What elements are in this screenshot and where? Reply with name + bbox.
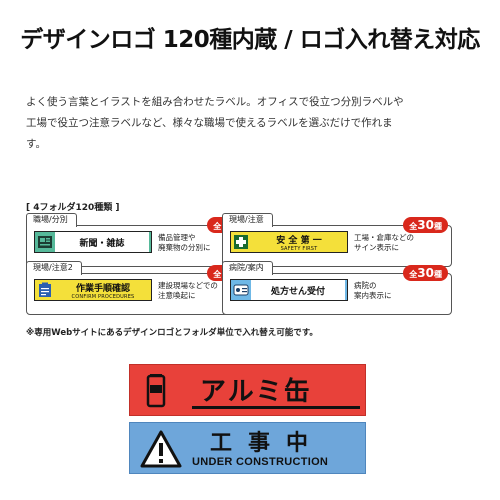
sample-label-aluminum-can: アルミ缶 bbox=[129, 364, 366, 416]
folder-description: 建設現場などでの 注意喚起に bbox=[158, 281, 218, 300]
folder-tab: 職場/分別 bbox=[26, 213, 77, 227]
page-title: デザインロゴ 120種内蔵 / ロゴ入れ替え対応 bbox=[20, 27, 480, 53]
folder-description: 備品管理や 廃棄物の分別に bbox=[158, 233, 211, 252]
folder-section-title: [ 4フォルダ120種類 ] bbox=[26, 203, 120, 213]
can-icon bbox=[138, 373, 174, 409]
sample-label: 処方せん受付 bbox=[230, 279, 348, 301]
folder-description: 工場・倉庫などの サイン表示に bbox=[354, 233, 414, 252]
replacement-note: ※専用Webサイトにあるデザインロゴとフォルダ単位で入れ替え可能です。 bbox=[26, 328, 318, 338]
folder-tab: 現場/注意 bbox=[222, 213, 273, 227]
intro-line: す。 bbox=[26, 138, 46, 150]
intro-line: よく使う言葉とイラストを組み合わせたラベル。オフィスで役立つ分別ラベルや bbox=[26, 96, 404, 108]
count-badge: 全30種 bbox=[403, 217, 448, 233]
warning-icon bbox=[140, 429, 182, 469]
sample-label-under-construction: 工事中 UNDER CONSTRUCTION bbox=[129, 422, 366, 474]
folder-description: 病院の 案内表示に bbox=[354, 281, 392, 300]
count-badge: 全30種 bbox=[403, 265, 448, 281]
prescription-icon bbox=[231, 280, 251, 300]
intro-line: 工場で役立つ注意ラベルなど、様々な職場で使えるラベルを選ぶだけで作れま bbox=[26, 117, 393, 129]
sample-label-subtext: UNDER CONSTRUCTION bbox=[192, 456, 329, 468]
folder-tab: 病院/案内 bbox=[222, 261, 273, 275]
intro-text: よく使う言葉とイラストを組み合わせたラベル。オフィスで役立つ分別ラベルや 工場で… bbox=[26, 92, 466, 155]
newspaper-icon bbox=[35, 232, 55, 252]
label-text: 処方せん受付 bbox=[251, 280, 345, 300]
underline-bar bbox=[192, 406, 360, 409]
safety-cross-icon bbox=[231, 232, 251, 252]
folder-card-hospital-guide: 病院/案内 全30種 処方せん受付 病院の 案内表示に bbox=[222, 261, 452, 315]
clipboard-icon bbox=[35, 280, 55, 300]
sample-label-text: アルミ缶 bbox=[200, 377, 312, 407]
label-text: 新聞・雑誌 bbox=[55, 232, 149, 252]
sample-label-text: 工事中 bbox=[210, 431, 325, 456]
folder-tab: 現場/注意2 bbox=[26, 261, 82, 275]
sample-label: 新聞・雑誌 bbox=[34, 231, 152, 253]
